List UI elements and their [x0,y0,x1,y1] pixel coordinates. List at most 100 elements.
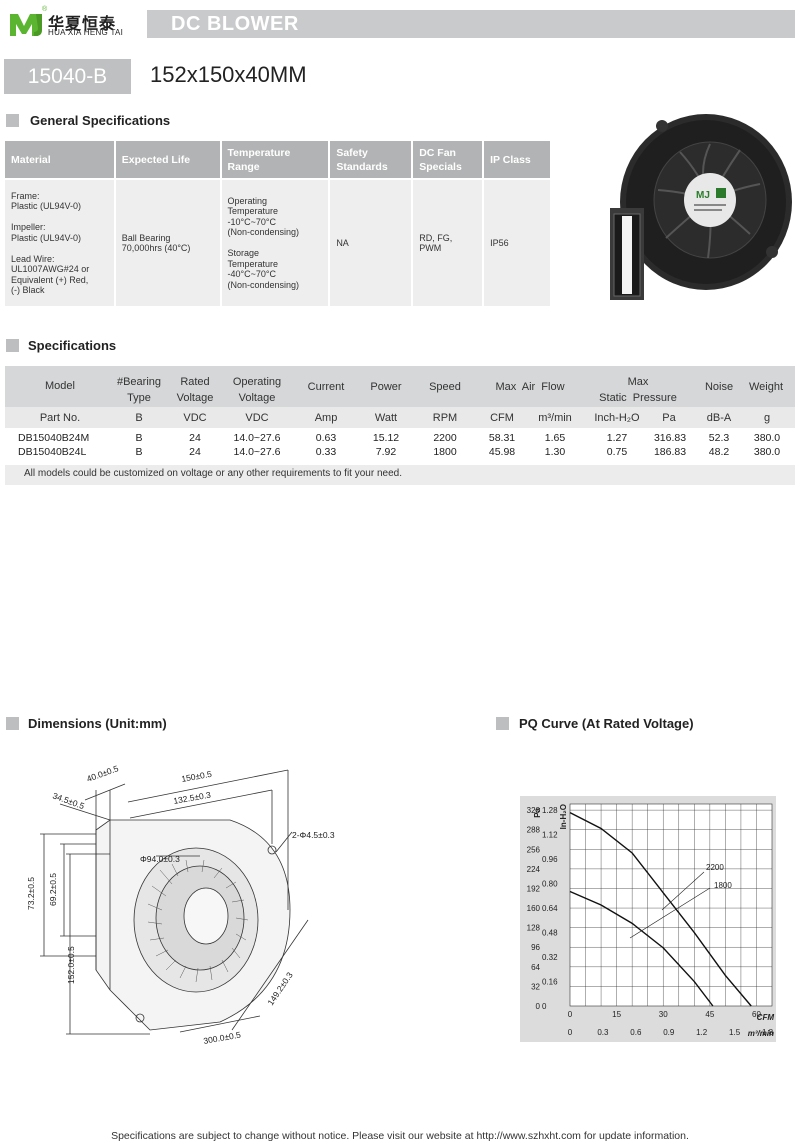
pq-pa-tick: 0 [536,1002,541,1011]
section-marker [6,717,19,730]
hdr-current: Current [307,381,345,393]
spec-row-cell: 24 [189,446,201,458]
pq-inh2o-tick: 0.80 [542,880,558,889]
spec-row-cell: 316.83 [653,432,687,444]
spec-row-cell: 7.92 [375,446,397,458]
spec-row-cell: 48.2 [708,446,730,458]
dim-40: 40.0±0.5 [85,763,120,784]
pq-inh2o-tick: 0.32 [542,953,558,962]
spec-row-cell: B [135,446,143,458]
cell-expected-life: Ball Bearing 70,000hrs (40°C) [114,178,222,306]
spec-row-cell: 14.0~27.6 [233,446,281,458]
unit-inch-h2o: Inch-H₂O [594,412,640,424]
spec-row-cell: 0.63 [315,432,337,444]
pq-inh2o-tick: 0 [542,1002,547,1011]
pq-inh2o-tick: 0.48 [542,929,558,938]
footer-note: Specifications are subject to change wit… [111,1130,689,1142]
col-ip-class: IP Class [483,141,552,179]
col-temperature: Temperature Range [220,141,331,179]
unit-current: Amp [314,412,338,424]
pq-m3-tick: 0.3 [597,1028,609,1037]
unit-pa: Pa [662,412,676,424]
pq-cfm-label: CFM [757,1013,775,1022]
pq-inh2o-tick: 0.16 [542,978,558,987]
hdr-power: Power [370,381,402,393]
col-material: Material [5,141,116,179]
col-safety: Safety Standards [329,141,414,179]
section-marker [496,717,509,730]
spec-row-part-no: DB15040B24L [18,446,87,458]
pq-chart: 32028825622419216012896643201.281.120.96… [520,796,776,1042]
registered-mark: ® [42,6,48,13]
pq-cfm-tick: 60 [752,1010,761,1019]
hdr-bearing: #Bearing Type [116,376,162,404]
pq-cfm-tick: 45 [705,1010,714,1019]
spec-row-cell: 1.65 [544,432,566,444]
dimension-drawing: 40.0±0.5 34.5±0.5 150±0.5 132.5±0.3 2-Φ4… [26,763,335,1046]
logo-mark-icon [10,14,42,36]
pq-pa-tick: 256 [527,845,541,854]
pq-cfm-tick: 30 [659,1010,668,1019]
pq-cfm-tick: 0 [568,1010,573,1019]
cell-safety: NA [329,178,414,306]
spec-row-cell: 1800 [433,446,457,458]
hdr-operating: Operating Voltage [232,376,282,404]
section-marker [6,114,19,127]
cell-ip-class: IP56 [483,178,552,306]
pq-pa-tick: 320 [527,806,541,815]
spec-row-cell: 1.27 [606,432,628,444]
title-bar: DC BLOWER [147,10,795,38]
dim-152: 152.0±0.5 [66,946,76,984]
pq-cfm-tick: 15 [612,1010,621,1019]
pq-pa-tick: 32 [531,982,540,991]
product-image: MJ [610,114,792,300]
pq-label-2200: 2200 [706,863,724,872]
spec-row-cell: 14.0~27.6 [233,432,281,444]
unit-speed: RPM [432,412,458,424]
unit-cfm: CFM [490,412,514,424]
pq-m3-tick: 0.9 [663,1028,675,1037]
model-size: 152x150x40MM [150,62,307,87]
brand-name-en: HUA XIA HENG TAI [48,28,124,37]
dim-150: 150±0.5 [181,769,213,784]
spec-row-cell: B [135,432,143,444]
hdr-speed: Speed [429,381,461,393]
pq-pa-tick: 160 [527,904,541,913]
spec-row-cell: 45.98 [488,446,516,458]
pq-curve-2200 [569,811,752,1007]
hdr-weight: Weight [748,381,784,393]
spec-row-cell: 58.31 [488,432,516,444]
dim-phi94: Φ94.0±0.3 [140,854,180,864]
spec-row-cell: 15.12 [372,432,400,444]
cell-material: Frame: Plastic (UL94V-0) Impeller: Plast… [5,178,116,306]
pq-m3-tick: 1.8 [762,1028,774,1037]
pq-pa-tick: 288 [527,826,541,835]
pq-m3-tick: 1.5 [729,1028,741,1037]
dim-69-2: 69.2±0.5 [48,873,58,906]
spec-row-cell: 52.3 [708,432,730,444]
pq-curve-1800 [569,890,714,1007]
hdr-model: Model [45,380,75,392]
col-expected-life: Expected Life [114,141,222,179]
spec-row-cell: 380.0 [753,432,781,444]
note-bar [5,465,795,485]
unit-part-no: Part No. [39,412,81,424]
specs-heading: Specifications [28,338,117,353]
pq-inh2o-tick: 0.64 [542,904,558,913]
unit-operating: VDC [245,412,269,424]
pq-m3-label: m³/min [748,1029,774,1038]
spec-note: All models could be customized on voltag… [24,468,402,479]
pq-label-1800: 1800 [714,881,732,890]
spec-row-cell: 2200 [433,432,457,444]
spec-row-cell: 0.33 [315,446,337,458]
pq-pa-tick: 128 [527,924,541,933]
pq-inh2o-tick: 1.12 [542,831,558,840]
pq-inh2o-label: In-H₂O [559,804,568,829]
cell-dc-fan: RD, FG, PWM [412,178,485,306]
spec-row-cell: 0.75 [606,446,628,458]
unit-bearing: B [135,412,143,424]
pq-inh2o-tick: 0.96 [542,855,558,864]
unit-g: g [763,412,771,424]
pq-pointer-1800 [629,887,711,939]
unit-dba: dB-A [706,412,732,424]
